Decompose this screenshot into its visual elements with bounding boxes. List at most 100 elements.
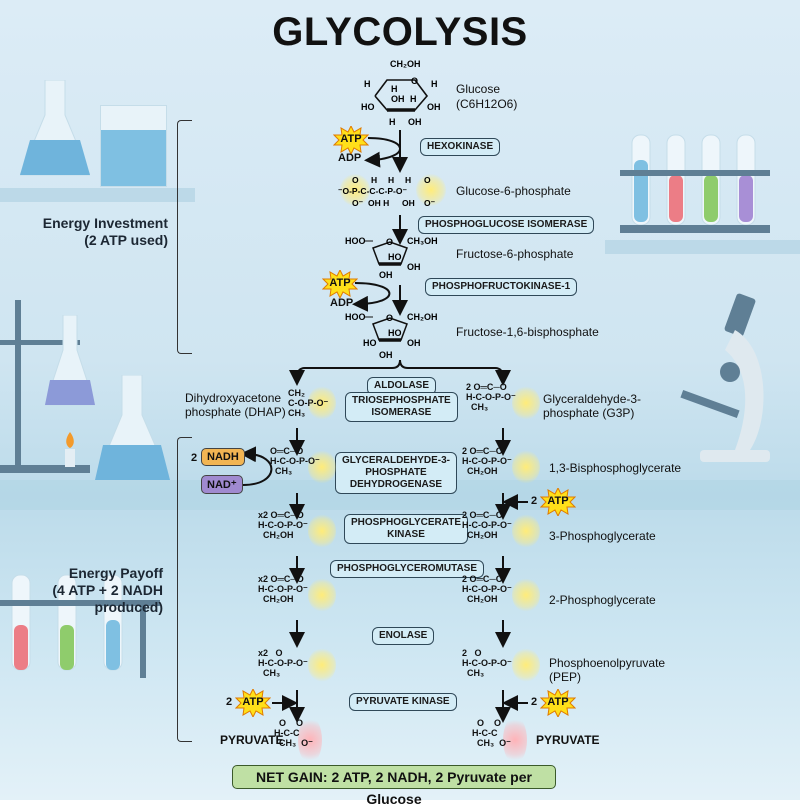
investment-bracket <box>177 120 192 354</box>
phosphate-glow <box>308 514 336 548</box>
multiplier: 2 <box>462 648 468 658</box>
multiplier: 2 <box>466 382 472 392</box>
pg2-label: 2-Phosphoglycerate <box>549 593 656 607</box>
svg-text:O⁻: O⁻ <box>352 198 364 208</box>
svg-text:HO: HO <box>388 328 402 338</box>
pyruvate-right-label: PYRUVATE <box>536 733 600 747</box>
atp-label: ATP <box>547 696 569 708</box>
svg-text:H: H <box>405 175 411 185</box>
dhap-label: Dihydroxyacetone phosphate (DHAP) <box>185 391 286 419</box>
payoff-bracket <box>177 437 192 742</box>
atp-label: ATP <box>547 495 569 507</box>
atp-star-pk-left: ATP <box>235 689 271 717</box>
adp-label-step1: ADP <box>338 152 362 164</box>
pyruvate-left-structure: O O H-C-C CH₃ O⁻ <box>274 718 313 748</box>
pyruvate-left-label: PYRUVATE <box>220 733 284 747</box>
background-shelf-left <box>0 188 195 202</box>
payoff-label-line1: Energy Payoff <box>68 565 163 581</box>
pep-left-structure: x2 O H-C-O-P-O⁻ CH₃ <box>258 648 308 678</box>
svg-text:H: H <box>364 79 371 89</box>
svg-text:OH: OH <box>408 117 422 127</box>
pep-label: Phosphoenolpyruvate (PEP) <box>549 656 665 684</box>
pyruvate-right-structure: O O H-C-C CH₃ O⁻ <box>472 718 511 748</box>
enzyme-phosphoglyceromutase: PHOSPHOGLYCEROMUTASE <box>330 560 485 578</box>
pg3-structure: 2 O═C─O H-C-O-P-O⁻ CH₂OH <box>462 510 512 540</box>
svg-text:H: H <box>431 79 438 89</box>
background-flask-small-icon <box>44 314 96 410</box>
svg-text:OH: OH <box>379 270 393 280</box>
atp-label: ATP <box>329 277 351 289</box>
phosphate-glow <box>512 386 540 420</box>
enzyme-phosphofructokinase-1: PHOSPHOFRUCTOKINASE-1 <box>425 278 578 296</box>
phosphate-glow <box>308 386 336 420</box>
svg-text:OH: OH <box>407 262 421 272</box>
pg2-left-formula: O═C─O H-C-O-P-O⁻ CH₂OH <box>258 574 308 604</box>
enzyme-pgk-text: PHOSPHOGLYCERATE KINASE <box>351 517 462 540</box>
svg-text:⁻O-P-C-C-C-P-O⁻: ⁻O-P-C-C-C-P-O⁻ <box>338 186 407 196</box>
svg-text:H: H <box>388 175 394 185</box>
g3p-formula: O═C─O H-C-O-P-O⁻ CH₃ <box>466 382 516 412</box>
payoff-label-line2: (4 ATP + 2 NADH <box>52 582 163 598</box>
background-beaker-icon <box>100 105 167 187</box>
carboxylate-glow <box>298 716 322 764</box>
enzyme-tpi-text: TRIOSEPHOSPHATE ISOMERASE <box>352 395 451 418</box>
background-microscope-icon <box>660 290 780 470</box>
svg-text:OH: OH <box>427 102 441 112</box>
atp-star-step3: ATP <box>322 270 358 298</box>
svg-text:O: O <box>386 237 393 247</box>
glucose-ring-icon: CH₂OH O H H H OH H HO OH H OH <box>361 59 441 127</box>
triose-left-structure: O═C─O H-C-O-P-O⁻ CH₃ <box>270 446 320 476</box>
atp-label: ATP <box>340 133 362 145</box>
g3p-label: Glyceraldehyde-3- phosphate (G3P) <box>543 392 641 420</box>
g6p-label: Glucose-6-phosphate <box>456 184 571 198</box>
pep-formula: O H-C-O-P-O⁻ CH₃ <box>462 648 512 678</box>
svg-text:CH₂OH: CH₂OH <box>390 59 421 69</box>
svg-text:H: H <box>389 117 396 127</box>
g3p-label-line1: Glyceraldehyde-3- <box>543 392 642 406</box>
dhap-structure: CH₂ C-O-P-O⁻ CH₃ <box>288 388 329 418</box>
pep-label-line2: (PEP) <box>549 670 582 684</box>
phosphate-glow <box>512 514 540 548</box>
pep-structure: 2 O H-C-O-P-O⁻ CH₃ <box>462 648 512 678</box>
multiplier: 2 <box>462 510 468 520</box>
enzyme-gapdh-text: GLYCERALDEHYDE-3- PHOSPHATE DEHYDROGENAS… <box>342 455 450 490</box>
enzyme-hexokinase: HEXOKINASE <box>420 138 501 156</box>
svg-text:OH: OH <box>407 338 421 348</box>
background-test-tube-rack-bottom-icon <box>0 570 160 680</box>
bpg-label: 1,3-Bisphosphoglycerate <box>549 461 682 475</box>
pg3-label: 3-Phosphoglycerate <box>549 529 656 543</box>
pg2-left-structure: x2 O═C─O H-C-O-P-O⁻ CH₂OH <box>258 574 308 604</box>
bpg-formula: O═C─O H-C-O-P-O⁻ CH₂OH <box>462 446 512 476</box>
phosphate-glow <box>308 450 336 484</box>
atp-count-left-2: 2 <box>226 696 233 708</box>
atp-star-bpg: ATP <box>540 488 576 516</box>
atp-count-right-1: 2 <box>531 495 538 507</box>
investment-label: Energy Investment (2 ATP used) <box>20 215 168 249</box>
dhap-label-line2: phosphate (DHAP) <box>185 405 286 419</box>
nadh-count: 2 <box>191 452 198 464</box>
pep-label-line1: Phosphoenolpyruvate <box>549 656 666 670</box>
bpg-structure: 2 O═C─O H-C-O-P-O⁻ CH₂OH <box>462 446 512 476</box>
svg-text:O: O <box>386 313 393 323</box>
svg-text:O: O <box>424 175 431 185</box>
svg-text:HO: HO <box>363 338 377 348</box>
pg3-formula: O═C─O H-C-O-P-O⁻ CH₂OH <box>462 510 512 540</box>
svg-text:H: H <box>391 84 398 94</box>
dhap-label-line1: Dihydroxyacetone <box>185 391 282 405</box>
page-title: GLYCOLYSIS <box>272 10 528 54</box>
glucose-formula: (C6H12O6) <box>456 97 518 111</box>
svg-text:OH H: OH H <box>368 198 389 208</box>
phosphate-glow <box>512 450 540 484</box>
atp-count-right-2: 2 <box>531 696 538 708</box>
svg-text:CH₃OH: CH₃OH <box>407 236 438 246</box>
investment-label-line1: Energy Investment <box>42 215 168 231</box>
phosphate-glow <box>340 174 370 206</box>
phosphate-glow <box>512 578 540 612</box>
net-gain-summary: NET GAIN: 2 ATP, 2 NADH, 2 Pyruvate per … <box>232 765 556 807</box>
svg-text:H: H <box>410 94 417 104</box>
glucose-structure: CH₂OH O H H H OH H HO OH H OH <box>355 58 445 130</box>
g3p-structure: 2 O═C─O H-C-O-P-O⁻ CH₃ <box>466 382 516 412</box>
